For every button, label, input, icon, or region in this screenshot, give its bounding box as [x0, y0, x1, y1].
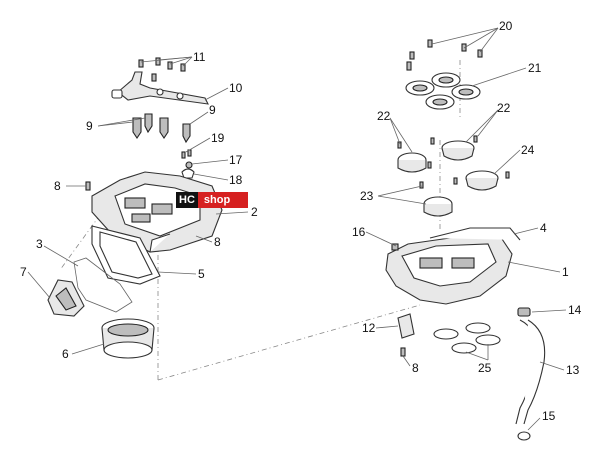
callout-16: 16	[352, 225, 366, 239]
fitting-part	[517, 307, 531, 317]
hc-shop-logo: HC shop	[176, 192, 248, 208]
assembly-line	[157, 304, 421, 381]
screw-part	[138, 57, 186, 82]
intake-snorkel-part	[47, 279, 85, 317]
clamp-part	[397, 140, 499, 217]
callout-13: 13	[566, 363, 580, 377]
filter-frame-part	[91, 225, 161, 285]
logo-label: shop	[197, 192, 248, 208]
callout-8: 8	[54, 179, 61, 193]
callout-17: 17	[229, 153, 243, 167]
callout-22: 22	[377, 109, 391, 123]
intake-funnels-part	[405, 61, 481, 110]
callout-2: 2	[251, 205, 258, 219]
callout-6: 6	[62, 347, 69, 361]
leader-lines	[27, 27, 567, 431]
callout-9: 9	[86, 119, 93, 133]
callout-21: 21	[528, 61, 542, 75]
callout-12: 12	[362, 321, 376, 335]
logo-brand: HC	[176, 192, 198, 208]
callout-5: 5	[198, 267, 205, 281]
callout-15: 15	[542, 409, 556, 423]
callout-11: 11	[193, 50, 206, 64]
clip-part	[181, 149, 195, 179]
bracket-part	[397, 313, 415, 339]
lower-airbox-part	[385, 227, 521, 305]
fuel-rail-part	[111, 71, 209, 105]
air-filter-part	[101, 318, 155, 359]
drain-hose-part	[515, 319, 546, 425]
injector-part	[132, 113, 191, 144]
callout-3: 3	[36, 237, 43, 251]
gasket-part	[73, 257, 133, 313]
callout-23: 23	[360, 189, 374, 203]
callout-19: 19	[211, 131, 225, 145]
callout-14: 14	[568, 303, 582, 317]
screw-part	[400, 347, 406, 357]
assembly-line	[59, 214, 101, 271]
callout-1: 1	[562, 265, 569, 279]
callout-4: 4	[540, 221, 547, 235]
callout-7: 7	[20, 265, 27, 279]
screw-part	[397, 135, 510, 189]
ring-part	[517, 431, 531, 441]
o-ring-part	[433, 322, 501, 354]
callout-25: 25	[478, 361, 492, 375]
callout-8: 8	[214, 235, 221, 249]
callout-22: 22	[497, 101, 511, 115]
callout-24: 24	[521, 143, 535, 157]
callout-8: 8	[412, 361, 419, 375]
callout-10: 10	[229, 81, 243, 95]
screw-part	[409, 39, 483, 60]
callout-18: 18	[229, 173, 243, 187]
callout-9: 9	[209, 103, 216, 117]
callout-20: 20	[499, 19, 513, 33]
